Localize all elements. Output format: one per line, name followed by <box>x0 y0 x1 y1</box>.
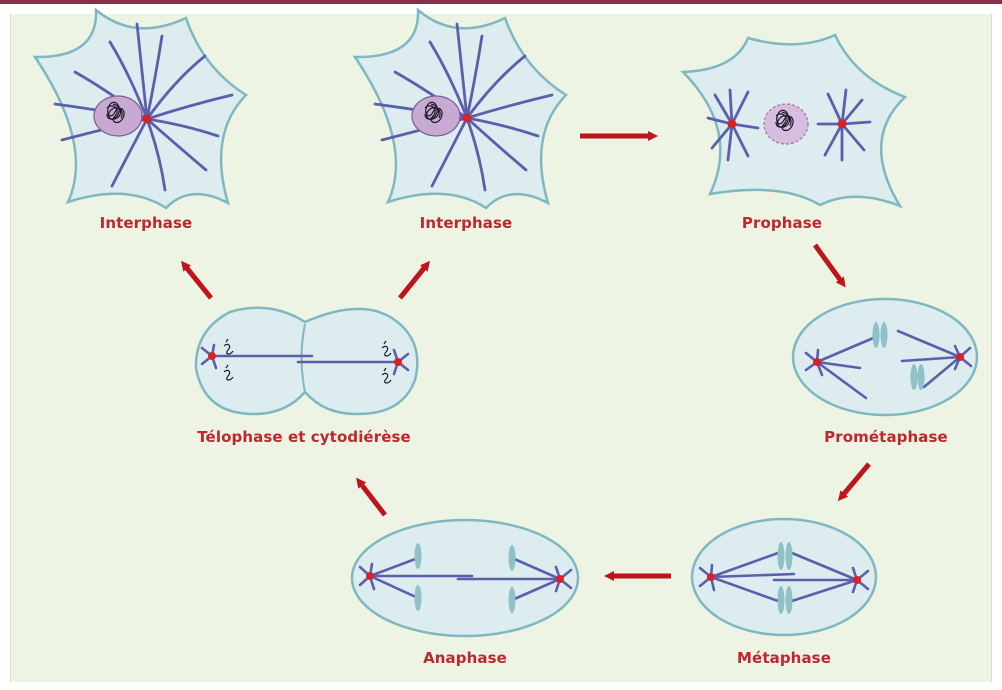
chromosome <box>778 542 785 570</box>
arrow-prometaphase-to-metaphase <box>843 464 869 495</box>
centrosome <box>394 358 402 366</box>
chromosome <box>881 322 888 348</box>
label-metaphase: Métaphase <box>737 649 831 667</box>
chromosome <box>509 545 516 571</box>
nucleus <box>94 96 142 136</box>
chromosome <box>911 364 918 390</box>
prometaphase-cell <box>793 299 977 415</box>
chromosome <box>778 586 785 614</box>
chromosome <box>786 542 793 570</box>
centrosome <box>556 575 564 583</box>
centrosome <box>707 573 715 581</box>
label-prophase: Prophase <box>742 214 822 232</box>
label-interphase-left: Interphase <box>100 214 193 232</box>
arrow-prophase-to-prometaphase <box>815 245 841 281</box>
chromosome <box>509 587 516 613</box>
interphase-right-cell <box>355 10 566 208</box>
chromosome <box>415 585 422 611</box>
centrosome <box>366 572 374 580</box>
prophase-cell <box>683 35 905 206</box>
anaphase-cell <box>352 520 578 636</box>
arrow-anaphase-to-telophase <box>361 484 385 515</box>
nucleus <box>412 96 460 136</box>
centrosome <box>143 115 152 124</box>
arrow-telophase-to-interphase-left <box>186 267 211 298</box>
chromosome <box>415 543 422 569</box>
metaphase-cell <box>692 519 876 635</box>
centrosome <box>208 352 216 360</box>
centrosome <box>853 576 861 584</box>
arrow-telophase-to-interphase-right <box>400 267 425 298</box>
label-anaphase: Anaphase <box>423 649 507 667</box>
centrosome <box>813 358 821 366</box>
label-telophase: Télophase et cytodiérèse <box>197 428 411 446</box>
centrosome <box>956 353 964 361</box>
label-prometaphase: Prométaphase <box>824 428 948 446</box>
centrosome <box>463 114 472 123</box>
label-interphase-right: Interphase <box>420 214 513 232</box>
chromosome <box>786 586 793 614</box>
centrosome <box>838 120 847 129</box>
interphase-left-cell <box>35 10 246 208</box>
centrosome <box>728 120 737 129</box>
telophase-cell <box>196 308 417 414</box>
chromosome <box>873 322 880 348</box>
chromosome <box>918 364 925 390</box>
